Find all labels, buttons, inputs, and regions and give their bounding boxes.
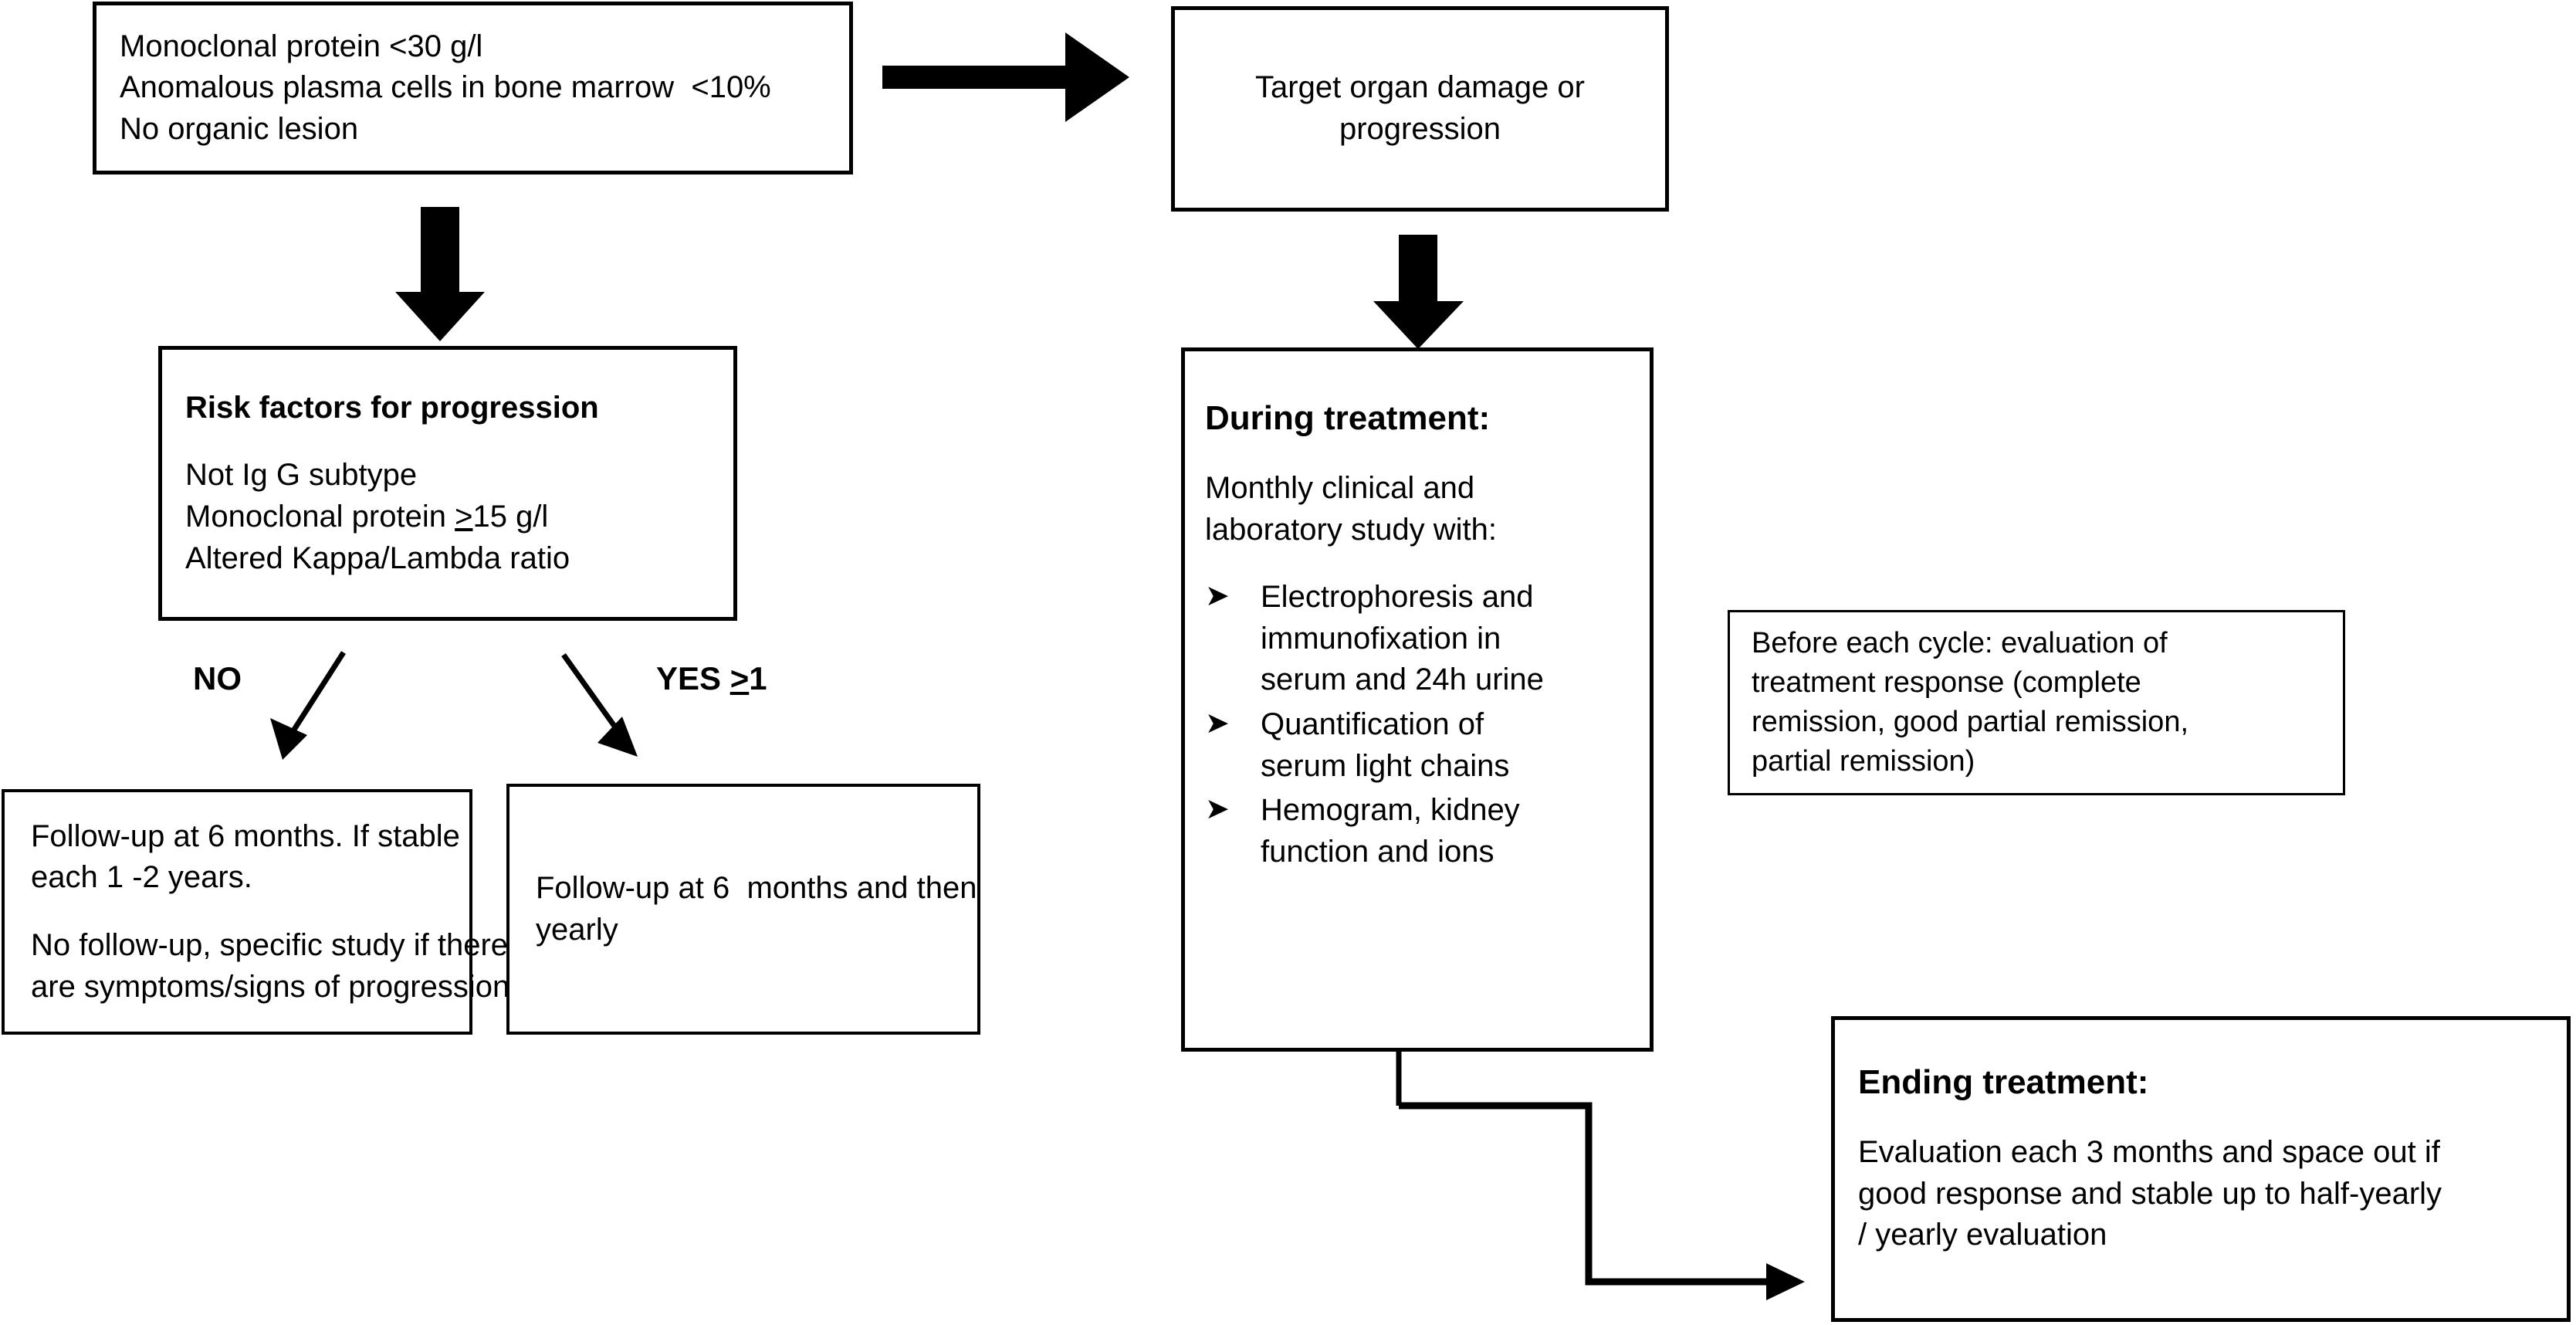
arrowhead-bullet-icon: ➤ — [1205, 793, 1230, 826]
before-cycle-line-2: treatment response (complete — [1752, 666, 2141, 700]
risk-factors-line-3: Altered Kappa/Lambda ratio — [185, 541, 570, 575]
greater-or-equal-glyph-yes: > — [729, 660, 750, 696]
before-cycle-line-1: Before each cycle: evaluation of — [1752, 627, 2168, 660]
followup-yes-line-1: Follow-up at 6 months and then — [536, 870, 977, 905]
before-cycle-line-4: partial remission) — [1752, 744, 1975, 778]
during-treatment-bullet-list: ➤ Electrophoresis and immunofixation in … — [1205, 577, 1630, 873]
bullet-text: Electrophoresis and immunofixation in se… — [1261, 580, 1544, 697]
followup-yes-line-2: yearly — [536, 912, 618, 947]
during-treatment-spacer-2 — [1205, 551, 1630, 577]
arrowhead-bullet-icon: ➤ — [1205, 580, 1230, 613]
during-treatment-title: During treatment: — [1205, 399, 1491, 437]
during-treatment-box: During treatment: Monthly clinical and l… — [1181, 347, 1654, 1052]
before-cycle-box: Before each cycle: evaluation of treatme… — [1728, 610, 2345, 795]
followup-no-spacer — [31, 899, 443, 925]
ending-treatment-box: Ending treatment: Evaluation each 3 mont… — [1831, 1016, 2571, 1322]
criteria-box: Monoclonal protein <30 g/l Anomalous pla… — [93, 2, 853, 175]
criteria-line-2: Anomalous plasma cells in bone marrow <1… — [120, 70, 771, 105]
ending-treatment-title: Ending treatment: — [1858, 1063, 2149, 1101]
followup-no-box: Follow-up at 6 months. If stable each 1 … — [2, 789, 510, 1035]
list-item: ➤ Electrophoresis and immunofixation in … — [1205, 577, 1630, 701]
followup-no-line-5: are symptoms/signs of progression — [31, 969, 510, 1004]
risk-factors-spacer — [185, 429, 710, 455]
bullet-text: Hemogram, kidney function and ions — [1261, 793, 1520, 869]
criteria-line-1: Monoclonal protein <30 g/l — [120, 29, 483, 63]
followup-no-line-2: each 1 -2 years. — [31, 860, 252, 895]
during-treatment-line-2: laboratory study with: — [1205, 512, 1497, 547]
greater-or-equal-glyph: > — [455, 500, 473, 534]
list-item: ➤ Hemogram, kidney function and ions — [1205, 790, 1630, 873]
arrowhead-bullet-icon: ➤ — [1205, 707, 1230, 740]
edge-label-yes: YES >1 — [656, 660, 767, 696]
target-organ-line-1: Target organ damage or — [1255, 70, 1585, 105]
risk-factors-box: Risk factors for progression Not Ig G su… — [158, 346, 737, 621]
arrow-risk-to-followup-yes — [561, 652, 638, 757]
target-organ-box: Target organ damage or progression — [1171, 6, 1669, 212]
ending-treatment-line-3: / yearly evaluation — [1858, 1218, 2107, 1252]
ending-treatment-line-2: good response and stable up to half-year… — [1858, 1176, 2442, 1211]
risk-factors-line-1: Not Ig G subtype — [185, 458, 418, 493]
during-treatment-spacer-1 — [1205, 442, 1630, 468]
arrow-criteria-to-target — [882, 32, 1129, 122]
ending-treatment-line-1: Evaluation each 3 months and space out i… — [1858, 1134, 2440, 1169]
arrow-during-to-ending — [1396, 1052, 1805, 1300]
target-organ-line-2: progression — [1339, 112, 1501, 146]
followup-yes-box: Follow-up at 6 months and then yearly — [506, 784, 980, 1035]
followup-no-line-1: Follow-up at 6 months. If stable — [31, 818, 460, 853]
arrow-criteria-to-risk-factors — [395, 207, 485, 341]
bullet-text: Quantification of serum light chains — [1261, 707, 1510, 783]
list-item: ➤ Quantification of serum light chains — [1205, 704, 1630, 787]
before-cycle-line-3: remission, good partial remission, — [1752, 706, 2189, 738]
arrow-target-to-during-treatment — [1373, 235, 1464, 349]
during-treatment-line-1: Monthly clinical and — [1205, 470, 1475, 505]
followup-no-line-4: No follow-up, specific study if there — [31, 928, 509, 962]
risk-factors-line-2: Monoclonal protein >15 g/l — [185, 500, 549, 534]
ending-treatment-spacer — [1858, 1106, 2544, 1132]
criteria-line-3: No organic lesion — [120, 111, 359, 146]
arrow-risk-to-followup-no — [270, 651, 346, 760]
risk-factors-title: Risk factors for progression — [185, 390, 599, 425]
edge-label-no: NO — [193, 660, 242, 696]
